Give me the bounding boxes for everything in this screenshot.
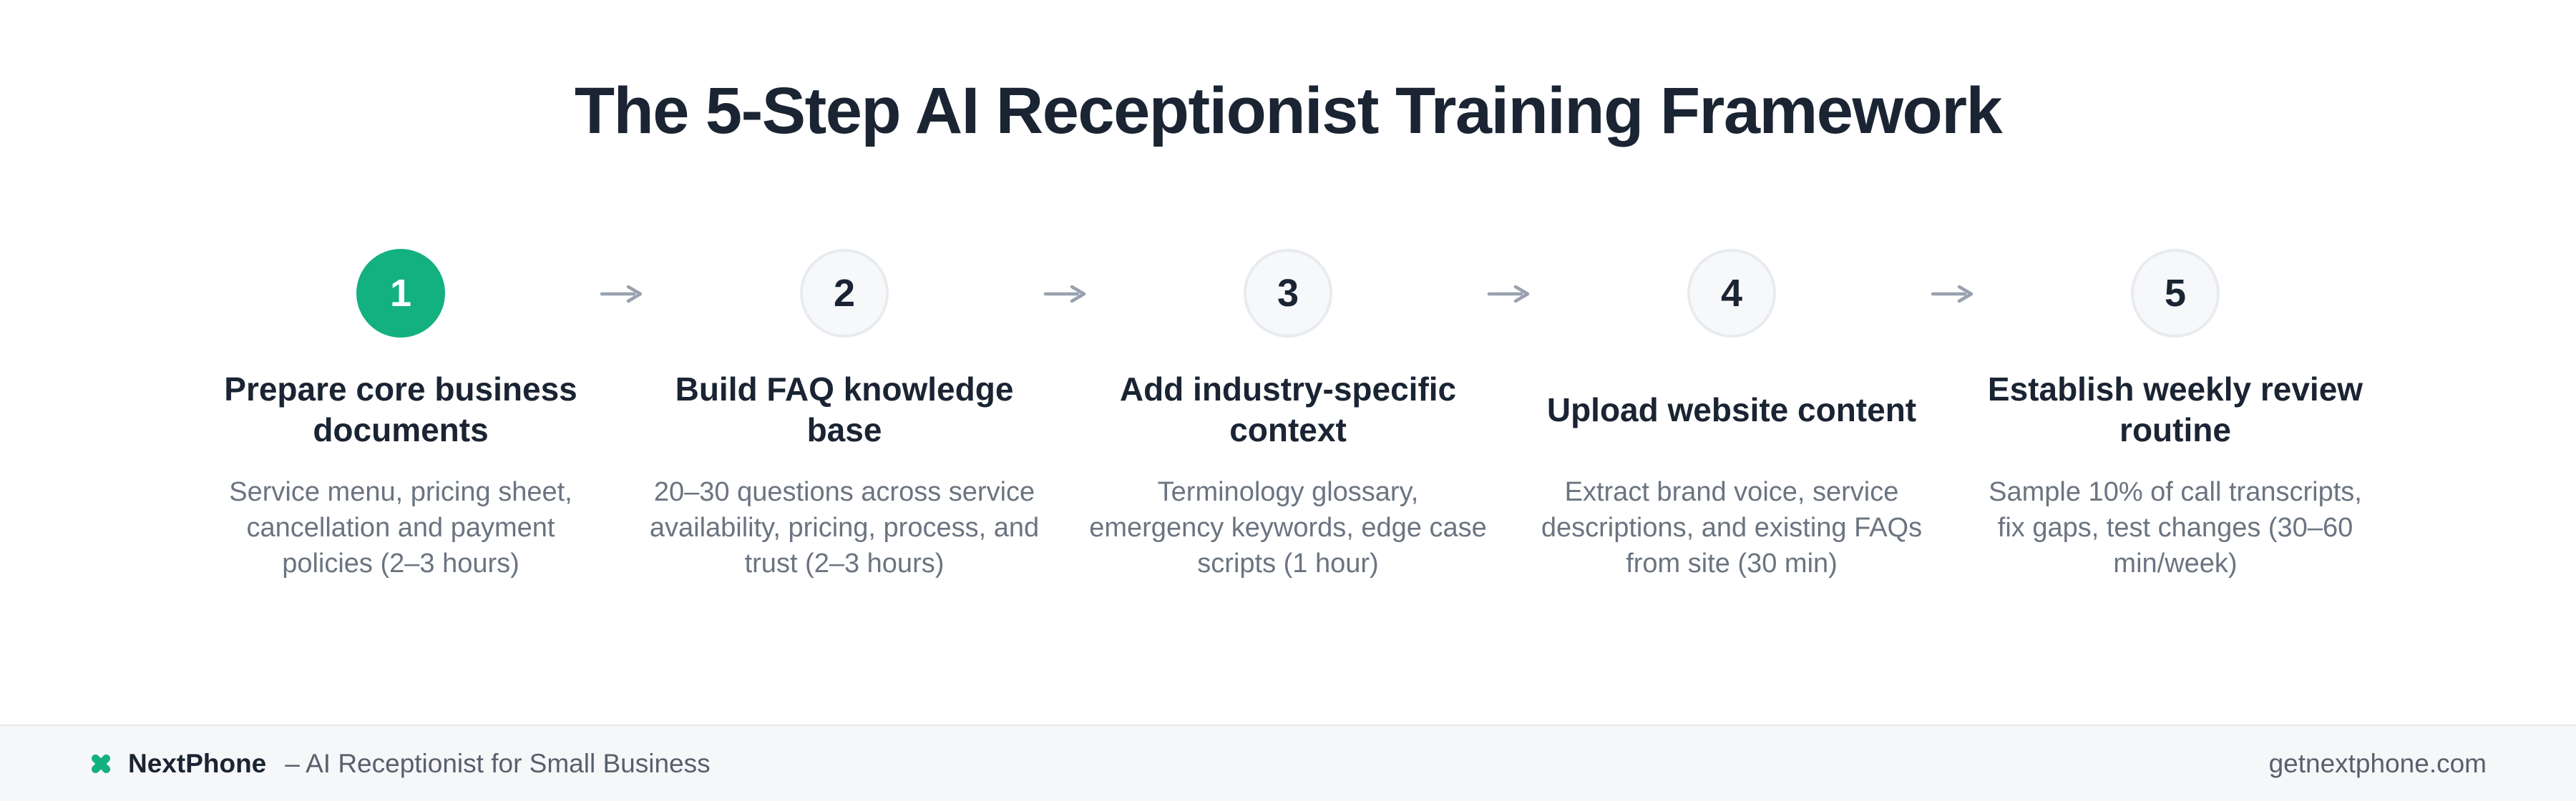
- step-number-badge: 2: [800, 249, 889, 338]
- step-connector: [1487, 249, 1530, 338]
- step-number: 2: [833, 272, 856, 315]
- arrow-right-icon: [1931, 285, 1974, 303]
- step-description: Sample 10% of call transcripts, fix gaps…: [1989, 477, 2362, 579]
- x-mark-icon: [92, 754, 110, 773]
- brand-group: NextPhone – AI Receptionist for Small Bu…: [89, 749, 711, 779]
- step-connector: [600, 249, 643, 338]
- step-description: 20–30 questions across service availabil…: [649, 477, 1040, 579]
- step-description: Terminology glossary, emergency keywords…: [1089, 477, 1487, 579]
- framework-infographic: The 5-Step AI Receptionist Training Fram…: [0, 72, 2576, 581]
- step-column-3: 3 Add industry-specific context Terminol…: [1084, 249, 1492, 581]
- page-title: The 5-Step AI Receptionist Training Fram…: [574, 74, 2003, 147]
- step-number-badge: 4: [1687, 249, 1776, 338]
- step-column-5: 5 Establish weekly review routine Sample…: [1971, 249, 2379, 581]
- step-title: Prepare core business documents: [224, 370, 577, 449]
- step-connector: [1043, 249, 1086, 338]
- step-title: Build FAQ knowledge base: [675, 370, 1014, 449]
- step-number: 5: [2164, 272, 2187, 315]
- step-title: Establish weekly review routine: [1987, 370, 2363, 449]
- step-description: Service menu, pricing sheet, cancellatio…: [229, 477, 572, 579]
- brand-tagline: – AI Receptionist for Small Business: [285, 748, 711, 778]
- footer-bar: NextPhone – AI Receptionist for Small Bu…: [0, 724, 2576, 801]
- step-title: Upload website content: [1546, 390, 1917, 428]
- step-column-1: 1 Prepare core business documents Servic…: [197, 249, 605, 581]
- step-number-badge: 5: [2131, 249, 2220, 338]
- website-url: getnextphone.com: [2268, 748, 2487, 778]
- step-number: 3: [1277, 272, 1299, 315]
- arrow-right-icon: [1487, 285, 1530, 303]
- step-description: Extract brand voice, service description…: [1541, 477, 1923, 579]
- step-number-badge: 3: [1244, 249, 1332, 338]
- step-number: 4: [1720, 272, 1743, 315]
- step-column-2: 2 Build FAQ knowledge base 20–30 questio…: [640, 249, 1048, 581]
- step-number-badge: 1: [356, 249, 445, 338]
- arrow-right-icon: [600, 285, 643, 303]
- step-column-4: 4 Upload website content Extract brand v…: [1528, 249, 1936, 581]
- steps-row: 1 Prepare core business documents Servic…: [0, 249, 2576, 581]
- step-number: 1: [389, 272, 412, 315]
- step-connector: [1931, 249, 1974, 338]
- arrow-right-icon: [1043, 285, 1086, 303]
- step-title: Add industry-specific context: [1119, 370, 1457, 449]
- brand-name: NextPhone: [128, 748, 267, 778]
